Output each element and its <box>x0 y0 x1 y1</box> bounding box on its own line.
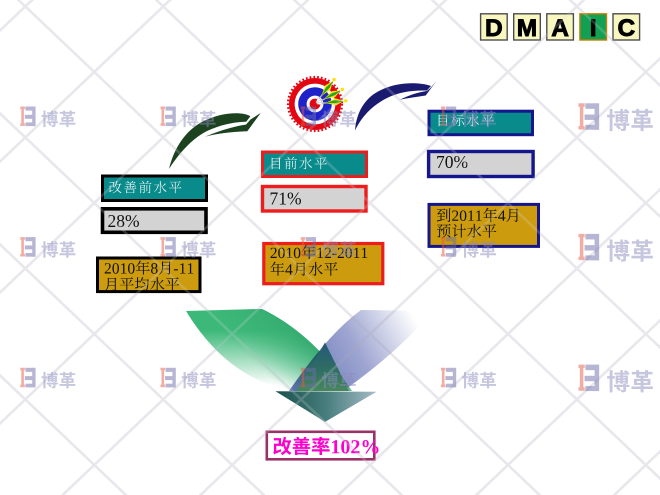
svg-text:C: C <box>617 15 635 42</box>
svg-text:D: D <box>485 15 503 42</box>
svg-text:28%: 28% <box>108 211 140 231</box>
svg-text:I: I <box>590 15 597 42</box>
svg-text:71%: 71% <box>270 189 302 209</box>
svg-text:70%: 70% <box>436 152 468 172</box>
svg-text:A: A <box>551 15 569 42</box>
svg-text:M: M <box>517 15 537 42</box>
